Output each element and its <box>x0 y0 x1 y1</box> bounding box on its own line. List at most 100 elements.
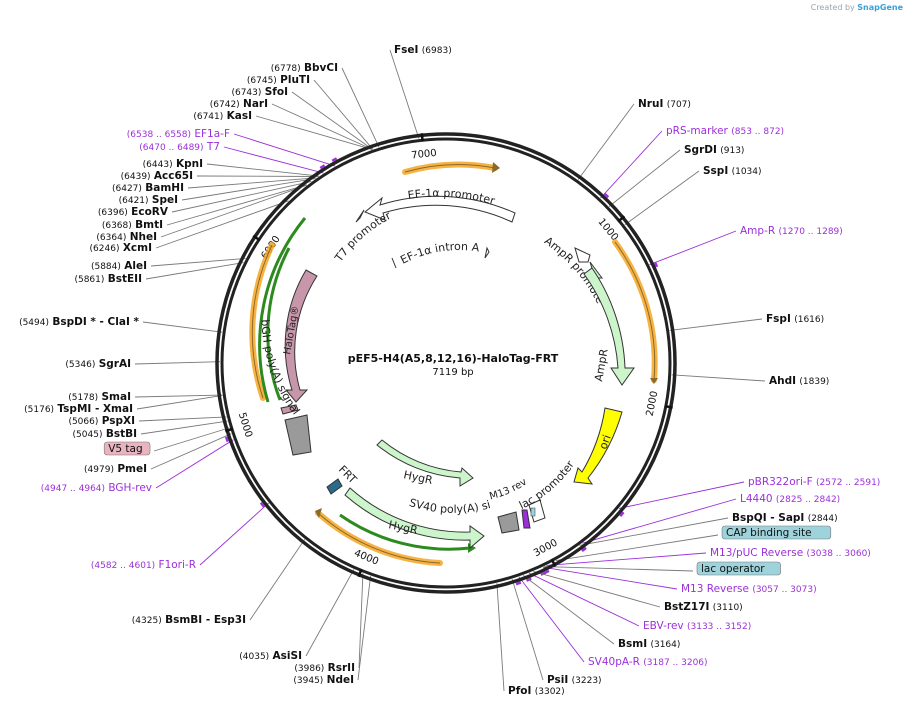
site-label-text: (6538 .. 6558) EF1a-F <box>127 128 230 140</box>
label-bbvci[interactable]: (6778) BbvCI <box>271 62 338 74</box>
leader-line <box>249 539 306 621</box>
leader-line <box>523 575 615 645</box>
label-sspi[interactable]: SspI (1034) <box>703 165 762 177</box>
label-l4440[interactable]: L4440 (2825 .. 2842) <box>740 493 840 505</box>
label-cap-binding-site[interactable]: CAP binding site <box>721 525 832 540</box>
label-kasi[interactable]: (6741) KasI <box>193 110 252 122</box>
label-psii[interactable]: PsiI (3223) <box>547 674 602 686</box>
feature-ampr[interactable]: AmpR <box>583 267 635 386</box>
label-nrui[interactable]: NruI (707) <box>638 98 691 110</box>
leader-line <box>271 103 373 150</box>
label-bgh-rev[interactable]: (4947 .. 4964) BGH-rev <box>41 482 152 494</box>
leader-line <box>542 566 678 590</box>
label-rsrii[interactable]: (3986) RsrII <box>294 662 355 674</box>
leader-line <box>358 573 364 669</box>
ef1a-intron-label: EF-1α intron A <box>398 240 480 267</box>
feature-t7-promoter[interactable]: T7 promoter <box>332 209 394 265</box>
label-bstz17i[interactable]: BstZ17I (3110) <box>664 601 743 613</box>
orf-highlight-bottom <box>315 510 443 566</box>
label-bamhi[interactable]: (6427) BamHI <box>112 182 184 194</box>
label-pmei[interactable]: (4979) PmeI <box>84 463 147 475</box>
label-nhei[interactable]: (6364) NheI <box>96 231 157 243</box>
label-lac-operator[interactable]: lac operator <box>696 561 781 576</box>
feature-ef1a-intron[interactable]: EF-1α intron A <box>391 240 490 269</box>
label-prs-marker[interactable]: pRS-marker (853 .. 872) <box>666 125 784 137</box>
label-alei[interactable]: (5884) AleI <box>91 260 147 272</box>
label-f1ori-r[interactable]: (4582 .. 4601) F1ori-R <box>91 559 196 571</box>
label-ebv-rev[interactable]: EBV-rev (3133 .. 3152) <box>643 620 751 632</box>
primer-marker <box>603 192 610 199</box>
label-ndei[interactable]: (3945) NdeI <box>293 674 354 686</box>
label-amp-r[interactable]: Amp-R (1270 .. 1289) <box>740 225 843 237</box>
leader-line <box>544 566 694 572</box>
label-fsei[interactable]: FseI (6983) <box>394 44 452 56</box>
feature-hygr-upper[interactable]: HygR <box>376 439 474 487</box>
site-labels: (6778) BbvCI(6745) PluTI(6743) SfoI(6742… <box>19 44 880 697</box>
label-ecorv[interactable]: (6396) EcoRV <box>98 206 169 218</box>
label-pbr322ori-f[interactable]: pBR322ori-F (2572 .. 2591) <box>748 476 880 488</box>
label-bsmbi-esp3i[interactable]: (4325) BsmBI - Esp3I <box>132 614 246 626</box>
site-label-text: (4979) PmeI <box>84 463 147 475</box>
leader-line <box>600 130 663 199</box>
label-bmti[interactable]: (6368) BmtI <box>102 219 163 231</box>
label-asisi[interactable]: (4035) AsiSI <box>239 650 302 662</box>
site-label-text: EBV-rev (3133 .. 3152) <box>643 620 751 632</box>
site-label-text: M13/pUC Reverse (3038 .. 3060) <box>710 547 871 559</box>
label-t7[interactable]: (6470 .. 6489) T7 <box>139 141 220 153</box>
feature-v5-arrow[interactable] <box>280 404 299 415</box>
feature-ampr-promoter[interactable]: AmpR promoter <box>0 0 607 306</box>
hygr-label-1: HygR <box>402 468 434 487</box>
ampr-label: AmpR <box>592 348 611 383</box>
box-label-text: CAP binding site <box>726 527 812 539</box>
backbone-inner-ring <box>220 137 672 589</box>
label-ahdi[interactable]: AhdI (1839) <box>769 375 829 387</box>
label-sfoi[interactable]: (6743) SfoI <box>231 86 288 98</box>
label-smai[interactable]: (5178) SmaI <box>68 391 131 403</box>
label-bsteii[interactable]: (5861) BstEII <box>74 273 142 285</box>
leader-line <box>160 184 307 238</box>
leader-line <box>150 258 246 267</box>
label-fspi[interactable]: FspI (1616) <box>766 313 824 325</box>
svg-text:T7 promoter: T7 promoter <box>332 209 394 265</box>
site-label-text: SgrDI (913) <box>684 144 744 156</box>
label-ef1a-f[interactable]: (6538 .. 6558) EF1a-F <box>127 128 230 140</box>
label-sgrai[interactable]: (5346) SgrAI <box>65 358 131 370</box>
feature-halotag[interactable]: HaloTag® <box>282 269 318 403</box>
label-xcmi[interactable]: (6246) XcmI <box>90 242 152 254</box>
backbone-outer-ring <box>215 132 677 594</box>
tick-label: 7000 <box>411 148 437 162</box>
leader-line <box>528 572 640 627</box>
site-label-text: pRS-marker (853 .. 872) <box>666 125 784 137</box>
label-pluti[interactable]: (6745) PluTI <box>247 74 310 86</box>
label-pspxi[interactable]: (5066) PspXI <box>68 415 135 427</box>
label-bspqi-sapi[interactable]: BspQI - SapI (2844) <box>732 512 838 524</box>
feature-frt[interactable]: FRT <box>326 463 359 495</box>
label-bspdi-clai[interactable]: (5494) BspDI * - ClaI * <box>19 316 139 328</box>
label-acc65i[interactable]: (6439) Acc65I <box>121 170 193 182</box>
label-m13-reverse[interactable]: M13 Reverse (3057 .. 3073) <box>681 583 817 595</box>
label-m13-puc-reverse[interactable]: M13/pUC Reverse (3038 .. 3060) <box>710 547 871 559</box>
label-bstbi[interactable]: (5045) BstBI <box>73 428 137 440</box>
label-nari[interactable]: (6742) NarI <box>210 98 268 110</box>
feature-ef1a-promoter[interactable]: EF-1α promoter <box>364 187 516 223</box>
leader-line <box>291 91 373 150</box>
box-label-text: lac operator <box>701 563 765 575</box>
feature-hygr-lower[interactable]: HygR <box>344 487 485 550</box>
site-label-text: (4325) BsmBI - Esp3I <box>132 614 246 626</box>
label-kpni[interactable]: (6443) KpnI <box>143 158 203 170</box>
label-sv40pa-r[interactable]: SV40pA-R (3187 .. 3206) <box>588 656 708 668</box>
label-tspmi-xmai[interactable]: (5176) TspMI - XmaI <box>24 403 133 415</box>
label-bsmi[interactable]: BsmI (3164) <box>618 638 680 650</box>
leader-line <box>181 178 316 201</box>
leader-line <box>171 181 312 213</box>
label-pfoi[interactable]: PfoI (3302) <box>508 685 565 697</box>
label-sgrdi[interactable]: SgrDI (913) <box>684 144 744 156</box>
label-v5-tag[interactable]: V5 tag <box>103 441 151 456</box>
feature-ori[interactable]: ori <box>573 407 623 485</box>
primer-marker <box>619 511 625 518</box>
primer-marker <box>259 501 265 508</box>
label-spei[interactable]: (6421) SpeI <box>119 194 178 206</box>
site-label-text: PfoI (3302) <box>508 685 565 697</box>
tick-mark <box>550 558 557 567</box>
